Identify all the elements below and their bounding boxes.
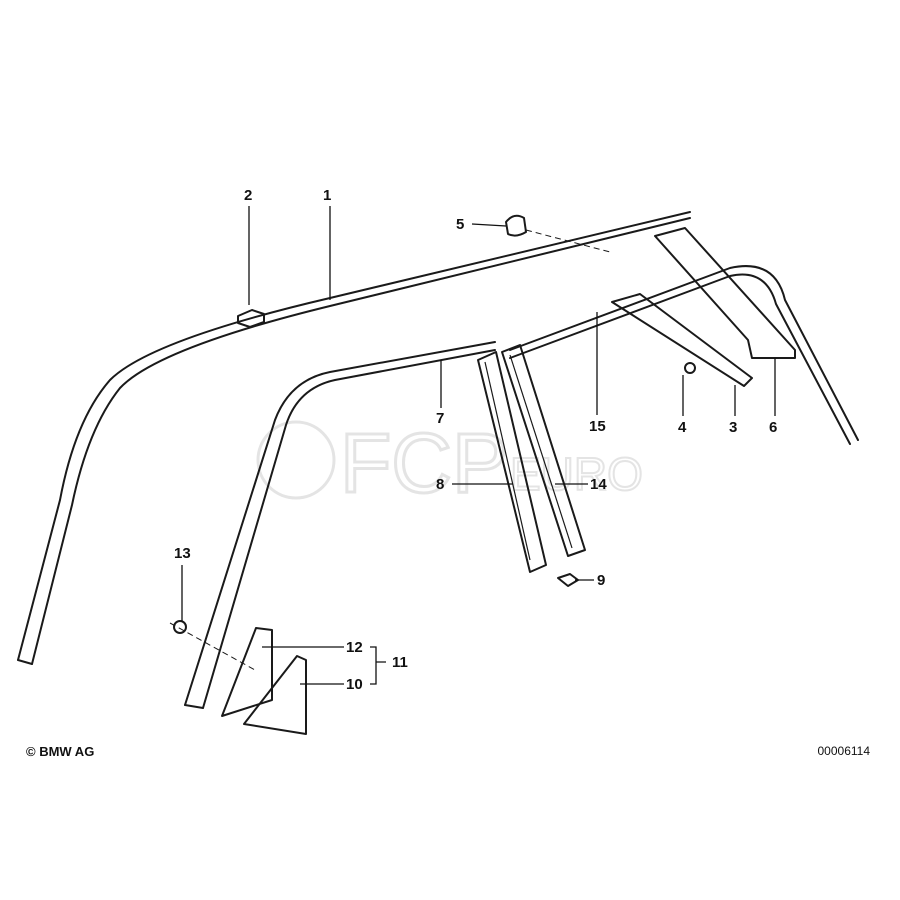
callout-8: 8 [436, 476, 444, 493]
callout-6: 6 [769, 419, 777, 436]
part-14-pillar-trim [501, 344, 586, 557]
part-15-molding [509, 265, 859, 445]
callout-1: 1 [323, 187, 331, 204]
part-7-molding [184, 341, 496, 709]
part-2-clip [237, 309, 265, 328]
diagram-number: 00006114 [817, 744, 871, 758]
callout-12: 12 [346, 639, 363, 656]
part-13-nut [173, 620, 187, 634]
callout-2: 2 [244, 187, 252, 204]
part-8-pillar-trim [477, 351, 547, 573]
callout-13: 13 [174, 545, 191, 562]
part-6-seal [654, 227, 796, 359]
part-4-screw [684, 362, 696, 374]
callout-4: 4 [678, 419, 687, 436]
callout-5: 5 [456, 216, 464, 233]
svg-text:FCP: FCP [340, 416, 508, 510]
part-1-roof-molding [17, 211, 691, 665]
part-10-triangle-cover [243, 655, 307, 735]
callout-9: 9 [597, 572, 605, 589]
svg-text:EURO: EURO [510, 448, 643, 500]
watermark-logo: FCP EURO [256, 415, 644, 512]
callout-15: 15 [589, 418, 606, 435]
callout-11: 11 [392, 654, 408, 671]
leader-lines [181, 206, 776, 685]
copyright-label: © BMW AG [26, 744, 95, 759]
part-12-triangle-frame [221, 627, 273, 717]
part-3-trim [611, 293, 753, 387]
callout-7: 7 [436, 410, 444, 427]
callout-10: 10 [346, 676, 363, 693]
part-5-clip [505, 214, 527, 237]
callout-14: 14 [590, 476, 607, 493]
callout-3: 3 [729, 419, 737, 436]
